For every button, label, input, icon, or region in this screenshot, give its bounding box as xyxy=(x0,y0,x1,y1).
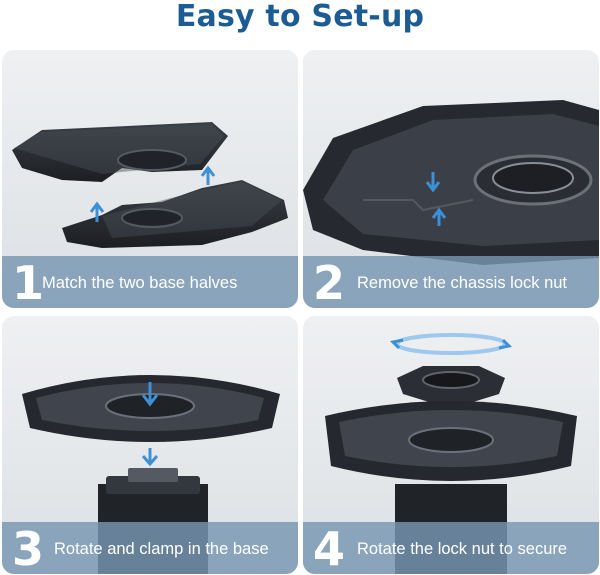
down-arrow-icon xyxy=(141,382,159,407)
step-caption: 4 Rotate the lock nut to secure xyxy=(303,522,599,574)
step-label: Rotate the lock nut to secure xyxy=(357,540,568,558)
step-caption: 3 Rotate and clamp in the base xyxy=(2,522,298,574)
step-4-panel: 4 Rotate the lock nut to secure xyxy=(303,316,599,574)
step-number: 3 xyxy=(12,522,45,574)
step-number: 1 xyxy=(12,256,45,308)
base-halves-illustration xyxy=(12,122,288,248)
chassis-lock-nut-illustration xyxy=(303,100,599,265)
step-number: 2 xyxy=(313,256,346,308)
step-3-panel: 3 Rotate and clamp in the base xyxy=(2,316,298,574)
down-arrow-icon xyxy=(141,448,159,467)
step-caption: 1 Match the two base halves xyxy=(2,256,298,308)
page-title: Easy to Set-up xyxy=(175,0,425,34)
step-number: 4 xyxy=(313,522,346,574)
rotate-arrow-icon xyxy=(389,333,513,355)
step-label: Match the two base halves xyxy=(42,274,238,292)
step-caption: 2 Remove the chassis lock nut xyxy=(303,256,599,308)
up-arrow-icon xyxy=(200,165,216,185)
step-1-panel: 1 Match the two base halves xyxy=(2,50,298,308)
step-label: Rotate and clamp in the base xyxy=(54,540,269,558)
step-label: Remove the chassis lock nut xyxy=(357,274,568,292)
down-arrow-icon xyxy=(425,172,441,193)
step-2-panel: 2 Remove the chassis lock nut xyxy=(303,50,599,308)
up-arrow-icon xyxy=(89,201,105,222)
up-arrow-icon xyxy=(431,207,447,226)
